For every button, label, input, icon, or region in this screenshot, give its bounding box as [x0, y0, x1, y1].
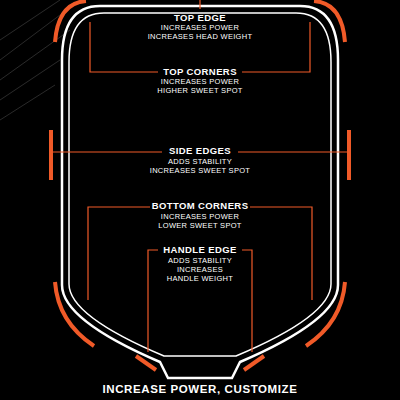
callout-text: HIGHER SWEET SPOT [157, 87, 242, 96]
callout-text: ADDS STABILITY [168, 257, 232, 266]
callout-heading: TOP CORNERS [163, 67, 237, 78]
callout-text: LOWER SWEET SPOT [158, 222, 241, 231]
callout-text: INCREASES SWEET SPOT [150, 167, 250, 176]
paddle-outline [62, 6, 338, 378]
texture-lines [0, 0, 80, 120]
footer-text: INCREASE POWER, CUSTOMIZE [103, 383, 298, 396]
paddle-inner-outline [69, 13, 331, 356]
callout-text: ADDS STABILITY [168, 158, 232, 167]
edge-marks [51, 1, 349, 370]
callout-heading: SIDE EDGES [169, 146, 231, 157]
callout-text: INCREASES HEAD WEIGHT [148, 33, 253, 42]
callout-text: INCREASES POWER [161, 24, 239, 33]
callout-text: INCREASES POWER [161, 78, 239, 87]
callout-text: INCREASES POWER [161, 213, 239, 222]
callout-text: INCREASES HANDLE WEIGHT [161, 266, 239, 283]
callout-heading: TOP EDGE [174, 13, 226, 24]
callout-heading: HANDLE EDGE [163, 245, 237, 256]
leader-lines [53, 0, 347, 352]
callout-heading: BOTTOM CORNERS [152, 201, 249, 212]
